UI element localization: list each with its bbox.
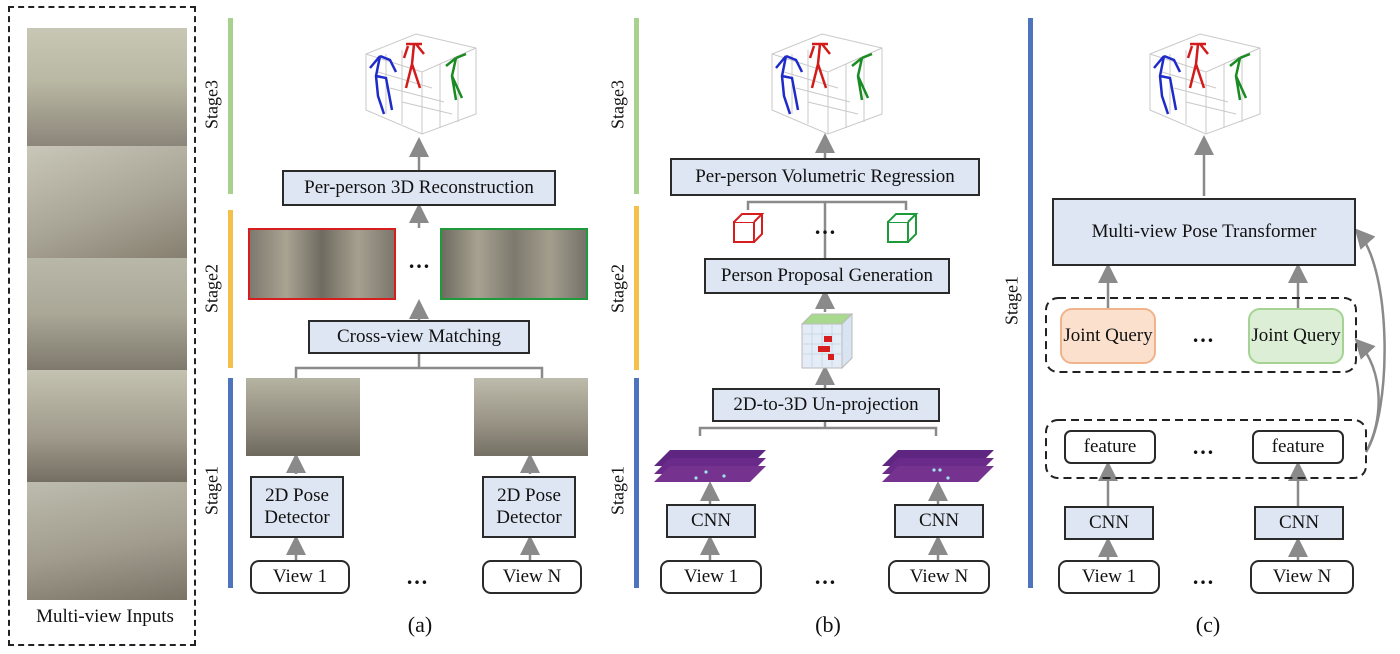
stage2-bar-b — [634, 206, 639, 370]
caption-c: (c) — [1195, 612, 1221, 637]
stage1-bar-b — [634, 378, 639, 588]
input-view-1 — [27, 28, 187, 146]
stage3-bar-b — [634, 18, 639, 194]
detection-view-n — [474, 378, 588, 456]
skeleton-3d-plot-b — [771, 33, 883, 135]
voxel-volume — [800, 312, 854, 370]
per-person-3d-reconstruction-box: Per-person 3D Reconstruction — [282, 170, 556, 206]
view-n-b: View N — [888, 560, 990, 594]
cnn-box-b-right: CNN — [894, 504, 984, 538]
ellipsis-c-feature: … — [1192, 434, 1215, 459]
skeleton-3d-plot-c — [1149, 33, 1261, 135]
joint-query-green: Joint Query — [1248, 308, 1344, 364]
stage3-bar-a — [228, 18, 233, 194]
input-view-5 — [27, 482, 187, 600]
ellipsis-b-cubes: … — [814, 214, 837, 239]
feature-box-left: feature — [1064, 430, 1156, 464]
ellipsis-c-query: … — [1192, 322, 1215, 347]
person-proposal-generation-box: Person Proposal Generation — [704, 258, 950, 294]
multi-view-pose-transformer-box: Multi-view Pose Transformer — [1052, 198, 1356, 266]
view-n-a: View N — [482, 560, 582, 594]
matched-crops-red — [248, 228, 396, 300]
cnn-box-c-right: CNN — [1254, 506, 1344, 540]
input-view-2 — [27, 146, 187, 258]
un-projection-box: 2D-to-3D Un-projection — [712, 388, 940, 422]
input-view-3 — [27, 258, 187, 370]
stage1-bar-c — [1028, 18, 1033, 588]
heatmaps-view-n — [882, 450, 994, 482]
heatmaps-view-1 — [654, 450, 766, 482]
view-1-a: View 1 — [250, 560, 350, 594]
joint-query-orange: Joint Query — [1060, 308, 1156, 364]
view-n-c: View N — [1250, 560, 1354, 594]
input-view-4 — [27, 370, 187, 482]
ellipsis-a-bottom: … — [406, 564, 429, 589]
cnn-box-c-left: CNN — [1064, 506, 1154, 540]
pose-detector-right: 2D Pose Detector — [482, 476, 576, 538]
cnn-box-b-left: CNN — [666, 504, 756, 538]
detection-view-1 — [246, 378, 360, 456]
view-1-b: View 1 — [660, 560, 762, 594]
stage1-bar-a — [228, 378, 233, 588]
multi-view-inputs-panel — [8, 6, 196, 646]
ellipsis-b-bottom: … — [814, 564, 837, 589]
caption-a: (a) — [407, 612, 433, 637]
matched-crops-green — [440, 228, 588, 300]
ellipsis-a-mid: … — [408, 248, 431, 273]
caption-b: (b) — [815, 612, 841, 637]
skeleton-3d-plot-a — [365, 33, 477, 135]
ellipsis-c-bottom: … — [1192, 564, 1215, 589]
inputs-label: Multi-view Inputs — [36, 606, 174, 627]
view-1-c: View 1 — [1058, 560, 1160, 594]
cross-view-matching-box: Cross-view Matching — [308, 320, 530, 354]
pose-detector-left: 2D Pose Detector — [250, 476, 344, 538]
feature-box-right: feature — [1252, 430, 1344, 464]
volumetric-regression-box: Per-person Volumetric Regression — [670, 158, 980, 196]
proposal-cube-green — [887, 213, 919, 243]
stage2-bar-a — [228, 210, 233, 368]
proposal-cube-red — [733, 213, 765, 243]
